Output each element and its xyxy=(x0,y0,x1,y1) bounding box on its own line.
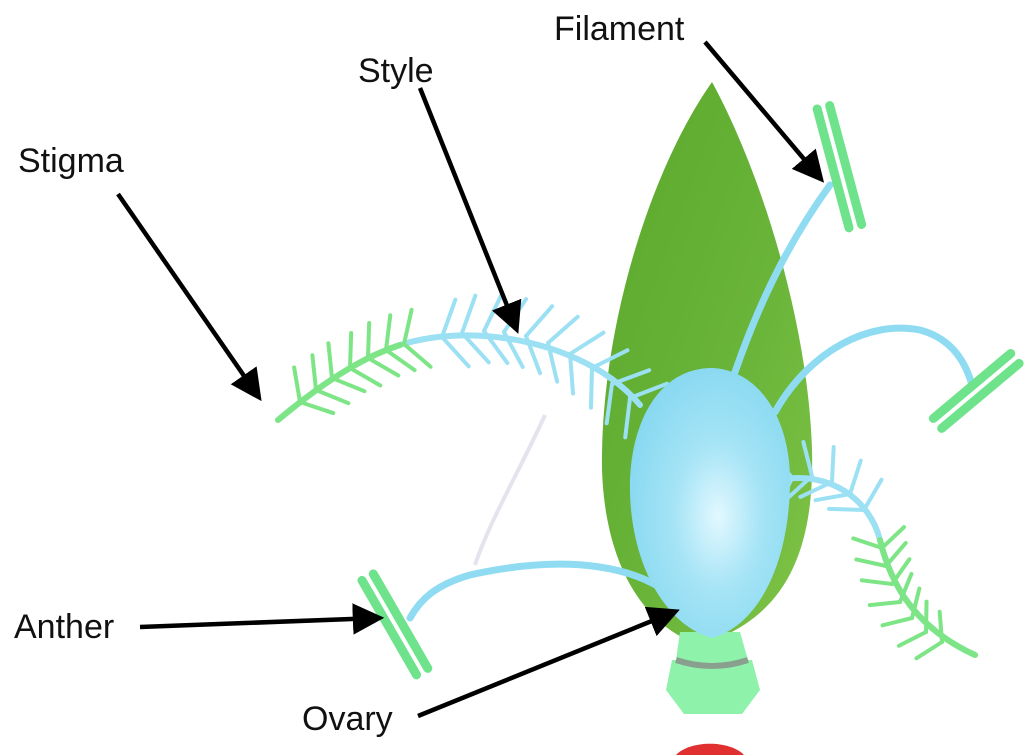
arrow-ovary xyxy=(418,612,674,716)
label-anther: Anther xyxy=(14,608,114,646)
label-ovary: Ovary xyxy=(302,700,393,738)
red-accent xyxy=(676,744,744,755)
label-style: Style xyxy=(358,52,434,90)
background-stroke xyxy=(475,415,545,565)
receptacle xyxy=(666,632,760,714)
label-stigma: Stigma xyxy=(18,142,124,180)
arrow-style xyxy=(420,88,516,328)
arrow-stigma xyxy=(118,194,258,396)
arrow-anther xyxy=(140,618,378,627)
anther-right xyxy=(927,347,1025,435)
anther-left xyxy=(356,568,434,681)
anther-top xyxy=(812,100,867,233)
stigma-left-feather xyxy=(278,295,667,437)
label-filament: Filament xyxy=(554,10,685,48)
